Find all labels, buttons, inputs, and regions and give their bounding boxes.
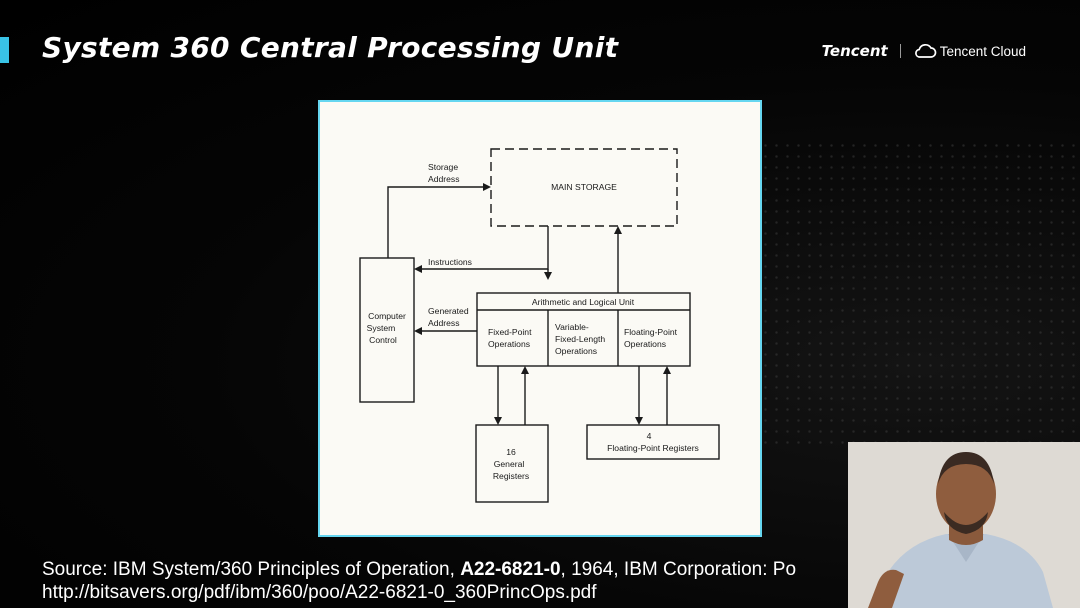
fixed-point-ops-2: Operations xyxy=(488,339,530,349)
csc-label-line-2: System xyxy=(367,323,396,333)
storage-address-arrowhead xyxy=(483,183,491,191)
general-registers-count: 16 xyxy=(506,447,516,457)
cpu-diagram: MAIN STORAGE Computer System Control Sto… xyxy=(318,100,762,537)
alu-title: Arithmetic and Logical Unit xyxy=(532,297,635,307)
main-storage-to-alu-arrowhead xyxy=(544,272,552,280)
floating-point-registers-box xyxy=(587,425,719,459)
source-doc-id: A22-6821-0 xyxy=(460,559,560,580)
brand-divider xyxy=(900,44,901,58)
variable-ops-1: Variable- xyxy=(555,322,589,332)
floating-point-registers-count: 4 xyxy=(647,431,652,441)
title-accent-bar xyxy=(0,37,9,63)
csc-label-line-3: Control xyxy=(369,335,397,345)
floating-point-ops-2: Operations xyxy=(624,339,666,349)
background-dot-pattern xyxy=(760,140,1080,450)
cpu-block-diagram: MAIN STORAGE Computer System Control Sto… xyxy=(320,102,760,535)
storage-address-line xyxy=(388,187,484,258)
tencent-wordmark: Tencent xyxy=(822,42,888,60)
source-url[interactable]: http://bitsavers.org/pdf/ibm/360/poo/A22… xyxy=(42,581,848,604)
storage-address-label-2: Address xyxy=(428,174,460,184)
variable-ops-2: Fixed-Length xyxy=(555,334,605,344)
alu-to-storage-arrowhead xyxy=(614,226,622,234)
speaker-webcam xyxy=(848,442,1080,608)
storage-address-label-1: Storage xyxy=(428,162,458,172)
instructions-arrowhead xyxy=(414,265,422,273)
fixed-point-ops-1: Fixed-Point xyxy=(488,327,532,337)
speaker-figure xyxy=(848,442,1080,608)
source-citation: Source: IBM System/360 Principles of Ope… xyxy=(42,558,848,604)
generated-address-label-1: Generated xyxy=(428,306,469,316)
floating-point-ops-1: Floating-Point xyxy=(624,327,678,337)
source-line-1: Source: IBM System/360 Principles of Ope… xyxy=(42,558,848,581)
general-registers-label-2: Registers xyxy=(493,471,529,481)
floating-point-registers-label: Floating-Point Registers xyxy=(607,443,699,453)
tencent-cloud-label: Tencent Cloud xyxy=(940,44,1026,59)
generated-address-label-2: Address xyxy=(428,318,460,328)
csc-label-line-1: Computer xyxy=(368,311,406,321)
instructions-label: Instructions xyxy=(428,257,472,267)
general-registers-label-1: General xyxy=(494,459,525,469)
variable-ops-3: Operations xyxy=(555,346,597,356)
slide-title: System 360 Central Processing Unit xyxy=(42,31,618,64)
brand-logo: Tencent Tencent Cloud xyxy=(822,42,1026,60)
cloud-icon xyxy=(913,43,937,59)
main-storage-label: MAIN STORAGE xyxy=(551,182,617,192)
generated-address-arrowhead xyxy=(414,327,422,335)
